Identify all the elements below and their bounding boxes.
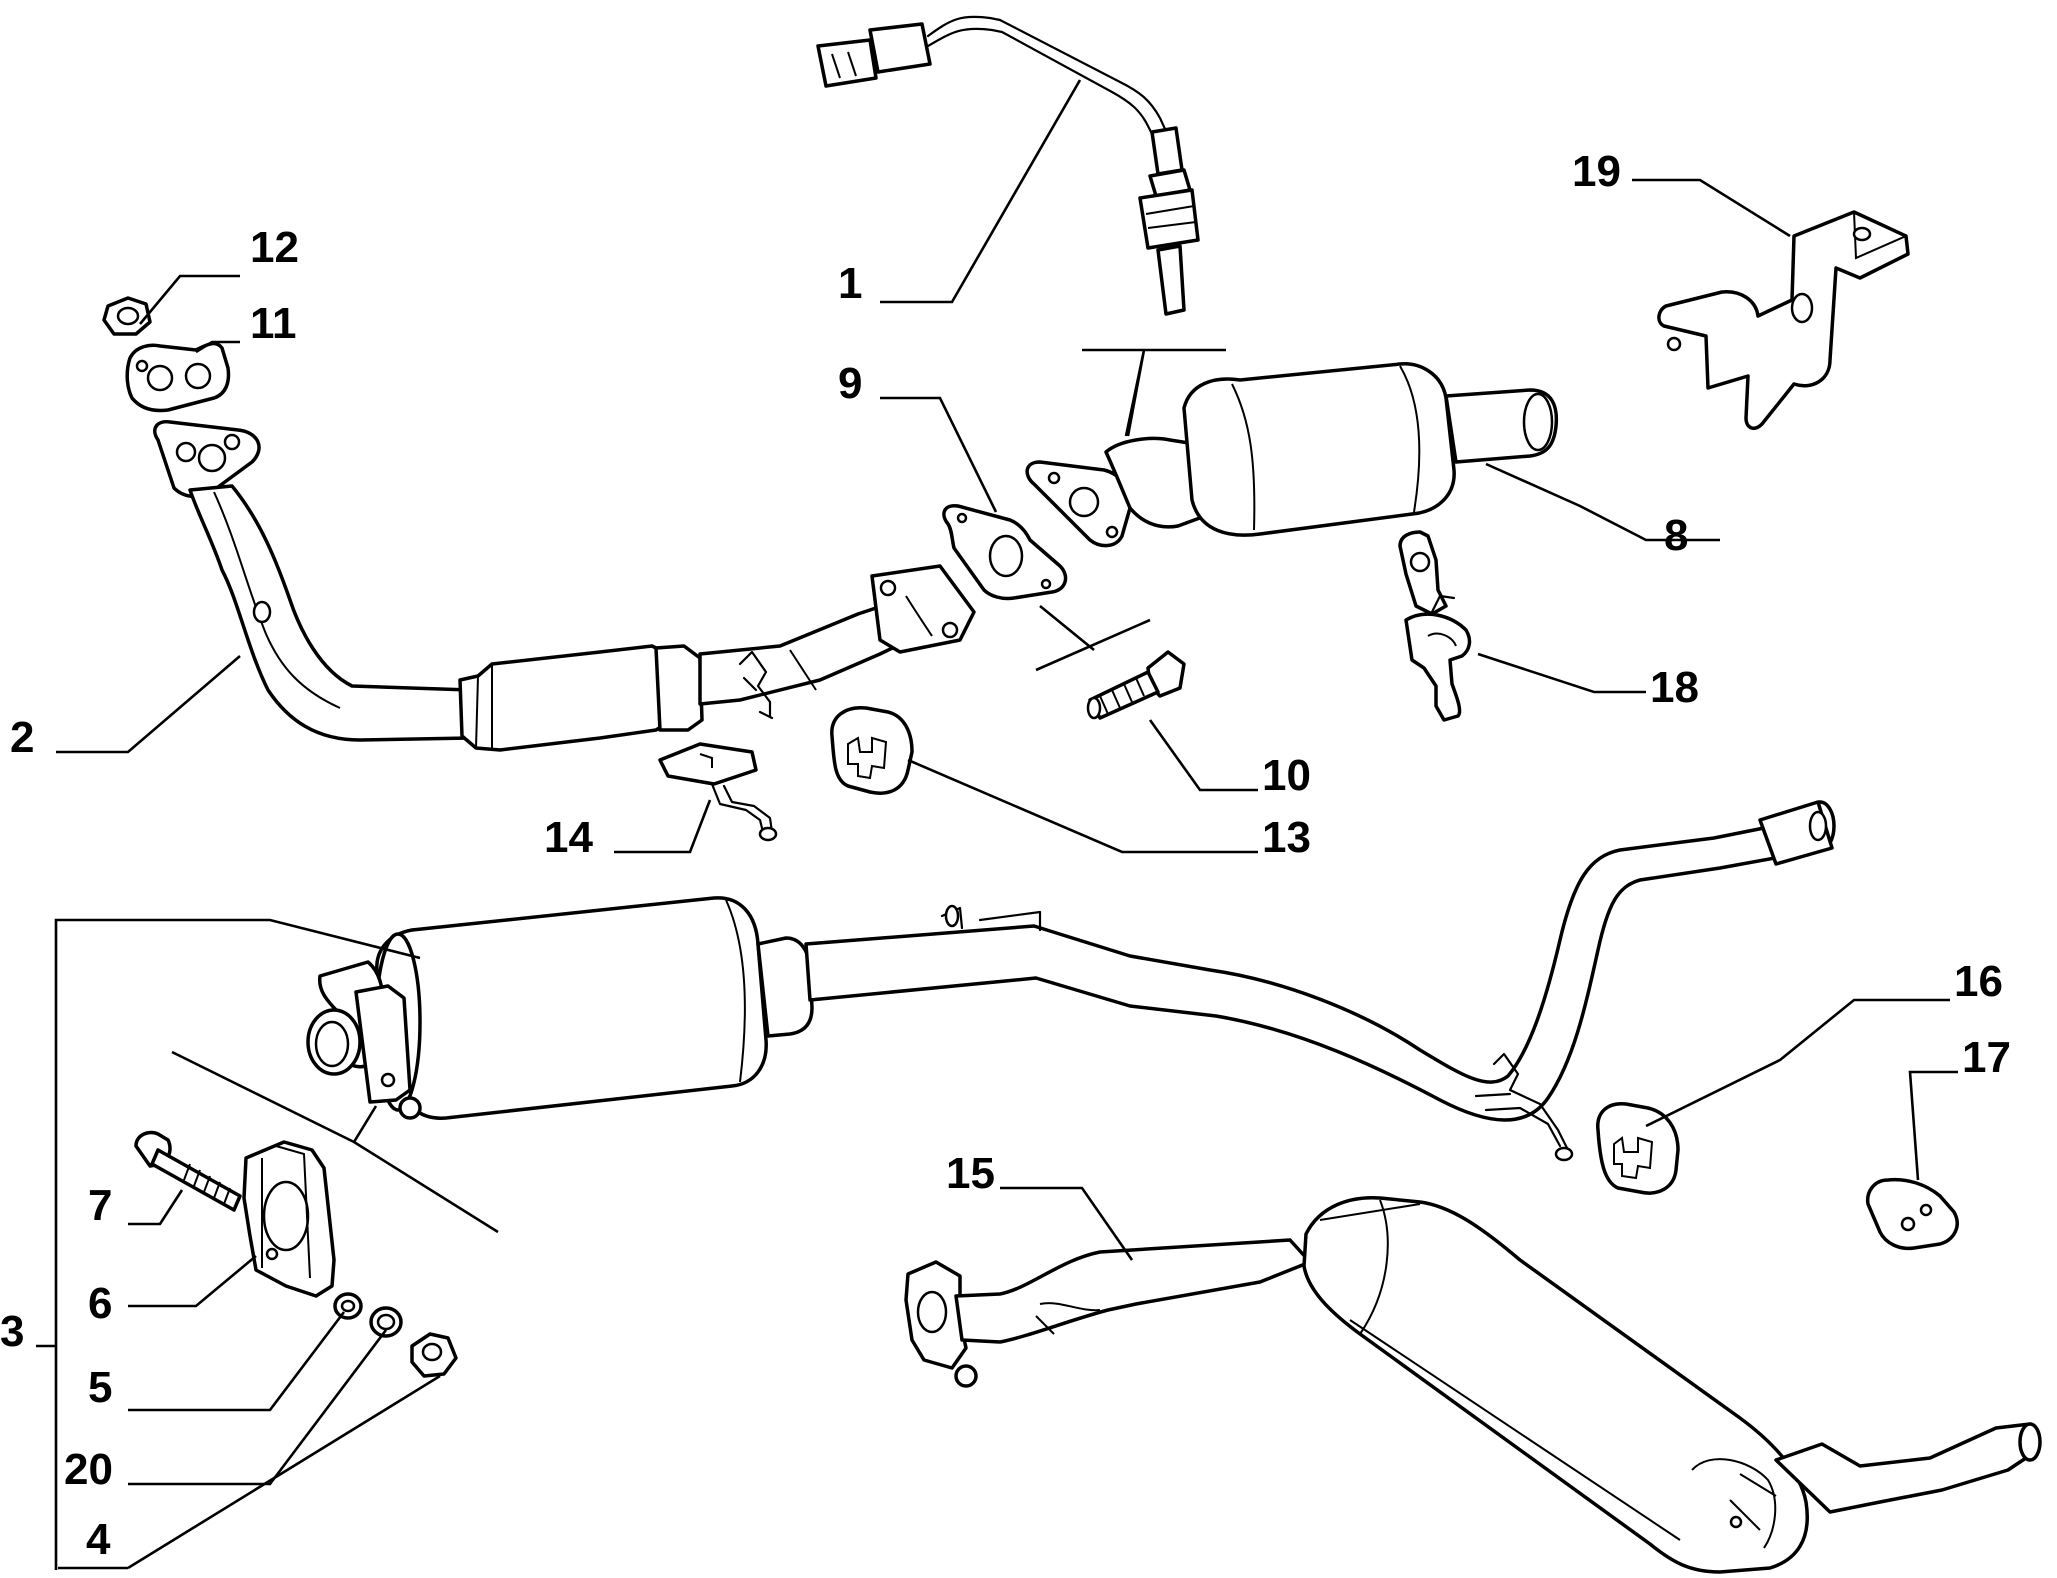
rear-rubber-mount-part[interactable] xyxy=(1596,1102,1680,1195)
callout-4: 4 xyxy=(86,1515,111,1564)
washer-part[interactable] xyxy=(369,1306,403,1338)
spring-washer-part[interactable] xyxy=(333,1292,363,1320)
front-exhaust-pipe-part[interactable] xyxy=(153,419,976,752)
callout-9: 9 xyxy=(838,359,862,408)
manifold-gasket-part[interactable] xyxy=(125,341,231,413)
pipe-clamp-part[interactable] xyxy=(1398,530,1472,722)
callout-16: 16 xyxy=(1954,957,2003,1006)
callout-19: 19 xyxy=(1572,147,1621,196)
rear-silencer-part[interactable] xyxy=(904,1196,2042,1574)
catalytic-converter-part[interactable] xyxy=(1025,348,1559,548)
callout-11: 11 xyxy=(250,299,297,348)
callout-10: 10 xyxy=(1262,751,1311,800)
callout-6: 6 xyxy=(88,1279,112,1328)
leader-lines xyxy=(36,79,1958,1570)
callout-14: 14 xyxy=(544,813,593,862)
callout-3: 3 xyxy=(0,1307,24,1356)
flange-nut-part[interactable] xyxy=(102,296,152,336)
callout-7: 7 xyxy=(88,1181,112,1230)
support-bracket-part[interactable] xyxy=(1657,210,1910,430)
hanger-bracket-part[interactable] xyxy=(658,742,778,842)
callout-18: 18 xyxy=(1650,663,1699,712)
callout-8: 8 xyxy=(1664,511,1688,560)
clamp-bolt-part[interactable] xyxy=(134,1130,242,1212)
gasket-part[interactable] xyxy=(942,504,1151,672)
callout-5: 5 xyxy=(88,1363,112,1412)
rubber-ring-part[interactable] xyxy=(1865,1177,1959,1251)
bolt-part[interactable] xyxy=(1086,650,1186,720)
callout-2: 2 xyxy=(10,713,34,762)
rubber-mount-part[interactable] xyxy=(830,706,914,795)
callout-13: 13 xyxy=(1262,813,1311,862)
intermediate-pipe-silencer-part[interactable] xyxy=(171,800,1836,1234)
clamp-plate-part[interactable] xyxy=(242,1140,336,1298)
callout-12: 12 xyxy=(250,223,299,272)
lock-nut-part[interactable] xyxy=(410,1332,458,1378)
callout-1: 1 xyxy=(838,259,862,308)
callout-17: 17 xyxy=(1962,1033,2011,1082)
callout-labels: 1 2 3 4 5 6 7 8 9 10 11 12 13 14 15 16 1… xyxy=(0,147,2011,1564)
oxygen-sensor-part[interactable] xyxy=(816,15,1200,316)
callout-15: 15 xyxy=(946,1149,995,1198)
callout-20: 20 xyxy=(64,1445,113,1494)
